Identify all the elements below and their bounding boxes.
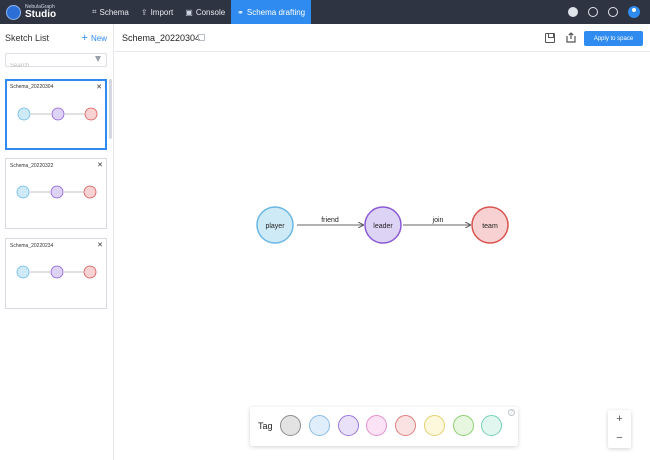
help-icon[interactable] (608, 7, 618, 17)
console-icon: ▣ (185, 7, 193, 17)
thumbnail-node (51, 107, 65, 121)
user-avatar-icon[interactable] (628, 6, 640, 18)
sketch-sidebar: Sketch List + New Schema_20220304 ✕ Sche… (0, 24, 114, 460)
filter-icon[interactable] (95, 56, 101, 62)
nav-console[interactable]: ▣ Console (185, 7, 226, 17)
sketch-card-title: Schema_20220304 (10, 84, 54, 90)
tag-color-swatch[interactable] (453, 415, 474, 436)
thumbnail-node (17, 107, 31, 121)
drafting-canvas[interactable]: friend join player leader team (114, 52, 650, 460)
nav-schema[interactable]: ⌗ Schema (92, 7, 129, 17)
sketch-header: Schema_20220304 Apply to space (114, 24, 650, 52)
language-icon[interactable] (588, 7, 598, 17)
thumbnail-node (84, 107, 98, 121)
thumbnail-node (50, 185, 64, 199)
sketch-name: Schema_20220304 (122, 33, 201, 43)
sketch-card[interactable]: Schema_20220322 ✕ (5, 158, 107, 229)
search-input[interactable] (6, 60, 90, 72)
export-icon[interactable] (566, 32, 576, 43)
sketch-search (5, 53, 107, 72)
edge-label: friend (321, 217, 339, 224)
tag-node-leader[interactable] (364, 206, 402, 244)
thumbnail-node (83, 185, 97, 199)
thumbnail-node (50, 265, 64, 279)
nav-schema-drafting[interactable]: ⚭ Schema drafting (231, 0, 312, 24)
tag-color-swatch[interactable] (309, 415, 330, 436)
node-label: team (482, 223, 498, 230)
sketch-card-title: Schema_20220322 (10, 163, 54, 169)
github-icon[interactable] (568, 7, 578, 17)
sketch-list-title: Sketch List (5, 33, 50, 43)
apply-to-space-button[interactable]: Apply to space (584, 31, 643, 46)
import-icon: ⇪ (140, 7, 148, 17)
tag-color-swatch[interactable] (338, 415, 359, 436)
edge-label: join (432, 217, 444, 224)
tag-color-swatch[interactable] (366, 415, 387, 436)
logo-title: Studio (25, 8, 57, 20)
sketch-thumbnail (17, 107, 98, 121)
thumbnail-node (83, 265, 97, 279)
schema-icon: ⌗ (92, 7, 97, 16)
plus-icon: + (81, 32, 88, 44)
tag-palette: Tag ? (250, 407, 518, 446)
sketch-card-title: Schema_20220234 (10, 243, 54, 249)
logo-subtitle: NebulaGraph (25, 3, 55, 10)
tag-node-team[interactable] (471, 206, 509, 244)
main-nav: ⌗ Schema ⇪ Import ▣ Console ⚭ Schema dra… (86, 0, 312, 24)
new-sketch-button[interactable]: + New (81, 32, 107, 44)
save-icon[interactable] (545, 33, 555, 43)
close-icon[interactable]: ✕ (97, 242, 103, 249)
zoom-in-button[interactable]: + (616, 413, 623, 425)
studio-logo[interactable]: NebulaGraph Studio (0, 0, 86, 24)
sketch-card[interactable]: Schema_20220304 ✕ (5, 79, 107, 150)
tag-color-swatch[interactable] (395, 415, 416, 436)
thumbnail-node (16, 265, 30, 279)
zoom-out-button[interactable]: − (616, 432, 623, 444)
tag-color-swatch[interactable] (280, 415, 301, 436)
node-label: player (265, 223, 285, 230)
schema-graph[interactable]: friend join player leader team (114, 52, 650, 460)
drafting-icon: ⚭ (237, 7, 244, 17)
tag-node-player[interactable] (256, 206, 294, 244)
zoom-controls: + − (608, 410, 631, 448)
help-icon[interactable]: ? (508, 409, 515, 416)
palette-label: Tag (258, 421, 273, 431)
nebula-logo-icon (6, 4, 21, 20)
node-label: leader (373, 223, 393, 230)
tag-color-swatch[interactable] (424, 415, 445, 436)
nav-import[interactable]: ⇪ Import (140, 7, 174, 17)
close-icon[interactable]: ✕ (97, 162, 103, 169)
sketch-card[interactable]: Schema_20220234 ✕ (5, 238, 107, 309)
close-icon[interactable]: ✕ (96, 84, 102, 91)
sketch-thumbnail (16, 185, 97, 199)
tag-color-swatch[interactable] (481, 415, 502, 436)
sidebar-scrollbar[interactable] (109, 79, 112, 139)
thumbnail-node (16, 185, 30, 199)
top-nav-bar: NebulaGraph Studio ⌗ Schema ⇪ Import ▣ C… (0, 0, 650, 24)
sketch-thumbnail (16, 265, 97, 279)
edit-icon[interactable] (198, 34, 205, 41)
